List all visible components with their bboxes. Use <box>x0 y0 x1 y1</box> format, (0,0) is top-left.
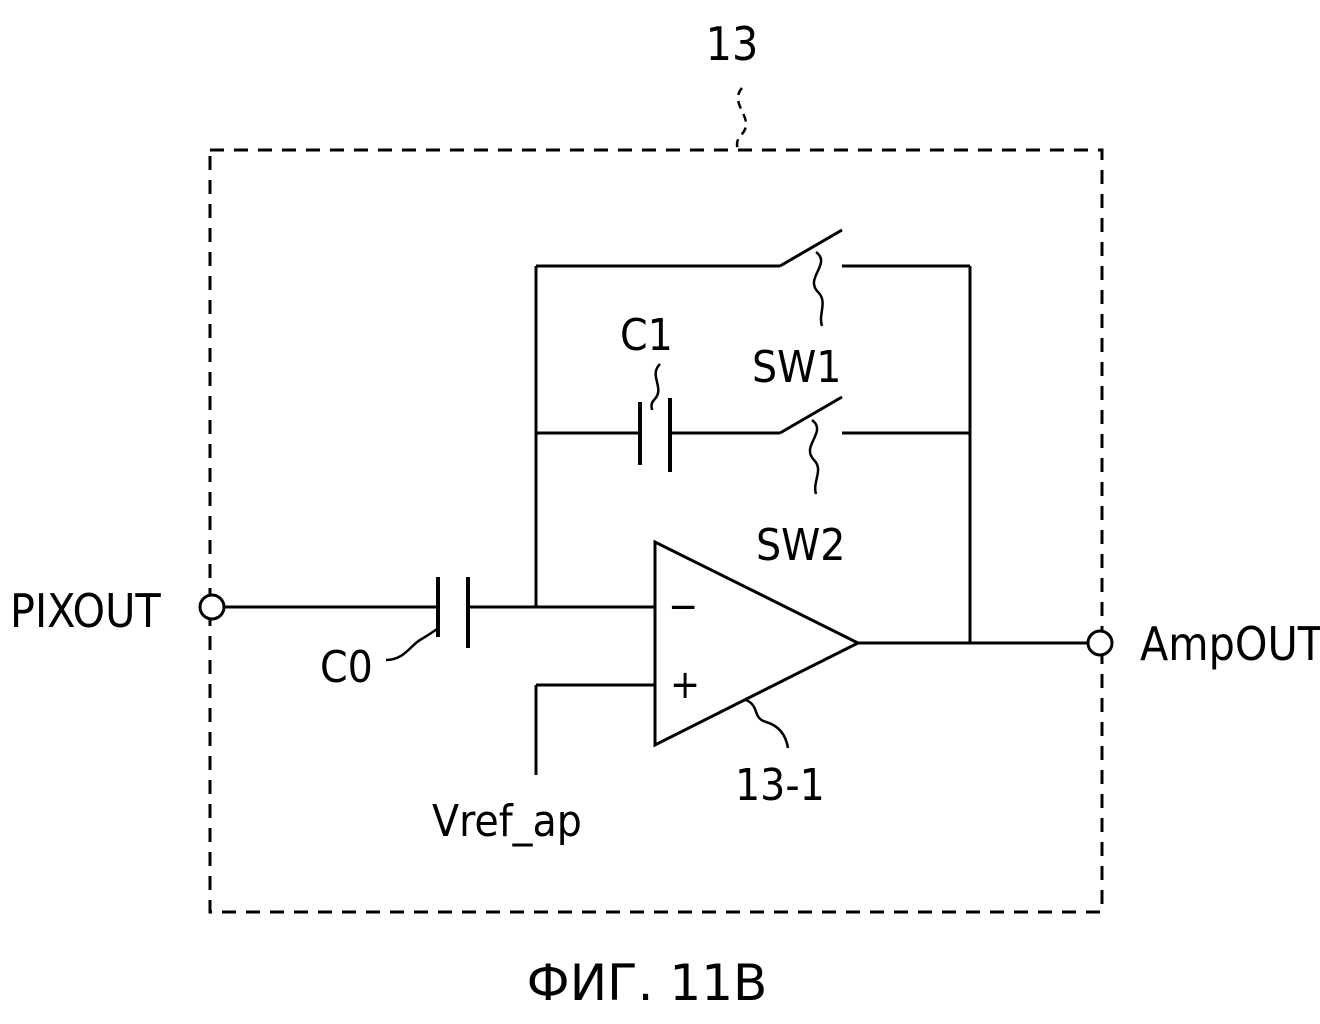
sw1-label: SW1 <box>752 342 841 393</box>
op-amp-13-1 <box>653 539 862 748</box>
op-amp-label: 13-1 <box>735 760 825 811</box>
output-terminal-label: AmpOUT <box>1140 617 1320 671</box>
vref-label: Vref_ap <box>432 796 582 847</box>
c1-label: C1 <box>620 310 673 361</box>
inverting-input-sign: − <box>668 584 698 630</box>
block-ref-label: 13 <box>706 17 759 71</box>
c0-label: C0 <box>320 642 373 693</box>
sw2-leader <box>808 419 820 495</box>
sw1-leader <box>812 251 824 327</box>
output-terminal[interactable] <box>1086 629 1114 657</box>
sw1-blade[interactable] <box>779 228 843 268</box>
figure-caption: ФИГ. 11B <box>527 954 768 1012</box>
non-inverting-input-sign: + <box>670 662 700 708</box>
op-amp-leader <box>745 698 790 749</box>
block-ref-leader <box>735 87 748 151</box>
sw2-blade[interactable] <box>779 395 843 435</box>
c1-leader <box>650 363 661 411</box>
input-terminal[interactable] <box>198 593 226 621</box>
block-boundary <box>208 148 1104 914</box>
input-terminal-label: PIXOUT <box>10 584 161 638</box>
sw2-label: SW2 <box>756 520 845 571</box>
c0-leader <box>385 627 439 662</box>
